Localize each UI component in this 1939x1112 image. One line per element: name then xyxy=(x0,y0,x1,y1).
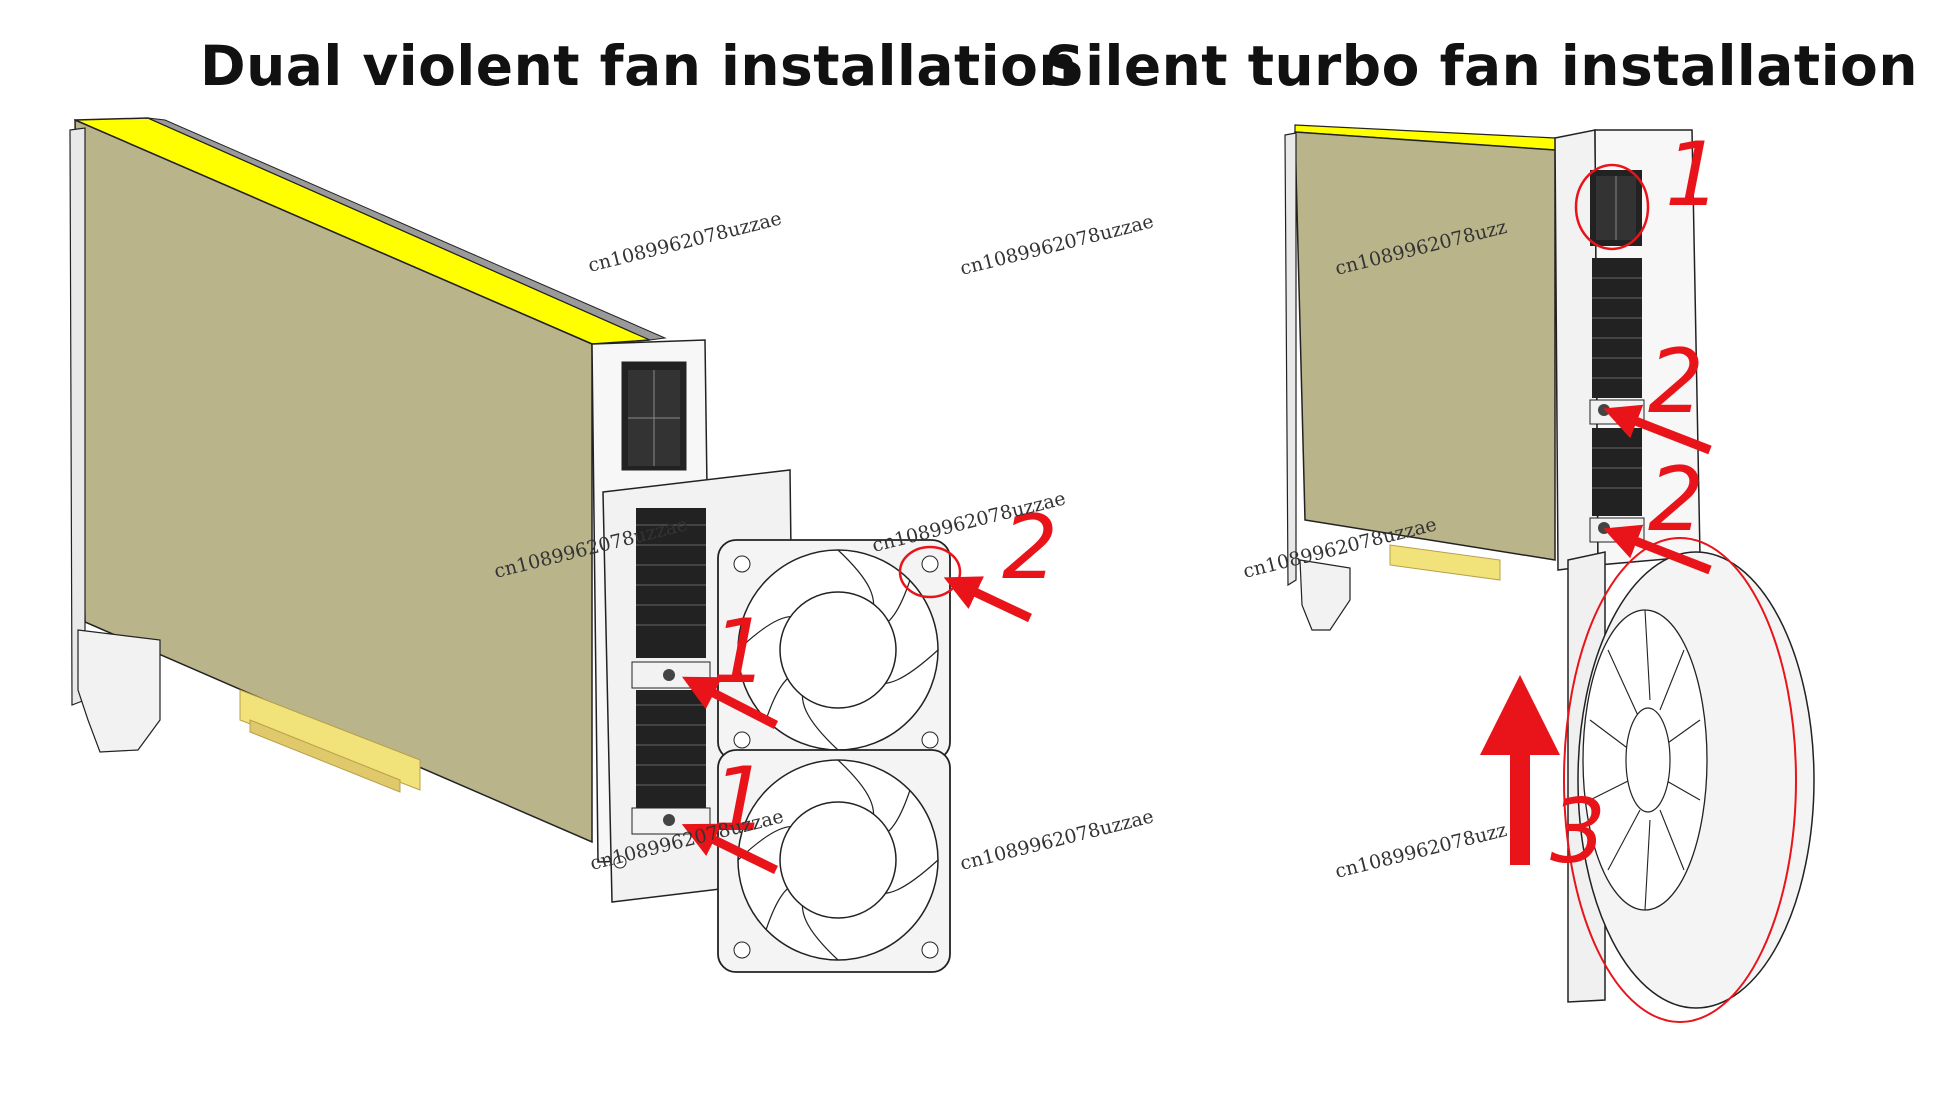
arrow-step-1b xyxy=(681,823,778,875)
arrow-step-2-lower xyxy=(1603,524,1712,575)
watermark: cn1089962078uzzae xyxy=(958,805,1156,874)
fan-highlight-ellipse xyxy=(1563,537,1797,1023)
watermark: cn1089962078uzzae xyxy=(958,210,1156,279)
step-2-lower: 2 xyxy=(1648,448,1704,551)
watermark: cn1089962078uzzae xyxy=(586,207,784,276)
connector-highlight-circle xyxy=(1574,163,1650,251)
step-3: 3 xyxy=(1550,780,1606,883)
turbo-fan-title: Silent turbo fan installation xyxy=(1045,34,1918,98)
left-gpu-card xyxy=(69,117,667,844)
fan-lower xyxy=(717,749,951,973)
arrow-step-2-upper xyxy=(1603,404,1712,455)
screw-highlight-circle xyxy=(898,545,962,599)
arrow-step-2-left xyxy=(943,576,1032,623)
dual-fan-title: Dual violent fan installation xyxy=(200,34,1079,98)
step-1-lower: 1 xyxy=(712,748,768,851)
watermark: cn1089962078uzz xyxy=(1333,819,1509,883)
right-end-bracket xyxy=(1554,129,1701,571)
fan-upper xyxy=(717,539,951,761)
step-2-left: 2 xyxy=(1002,496,1058,599)
arrow-step-1a xyxy=(681,676,779,730)
step-2-upper: 2 xyxy=(1648,330,1704,433)
step-1-right: 1 xyxy=(1665,123,1721,226)
step-1-upper: 1 xyxy=(712,600,768,703)
